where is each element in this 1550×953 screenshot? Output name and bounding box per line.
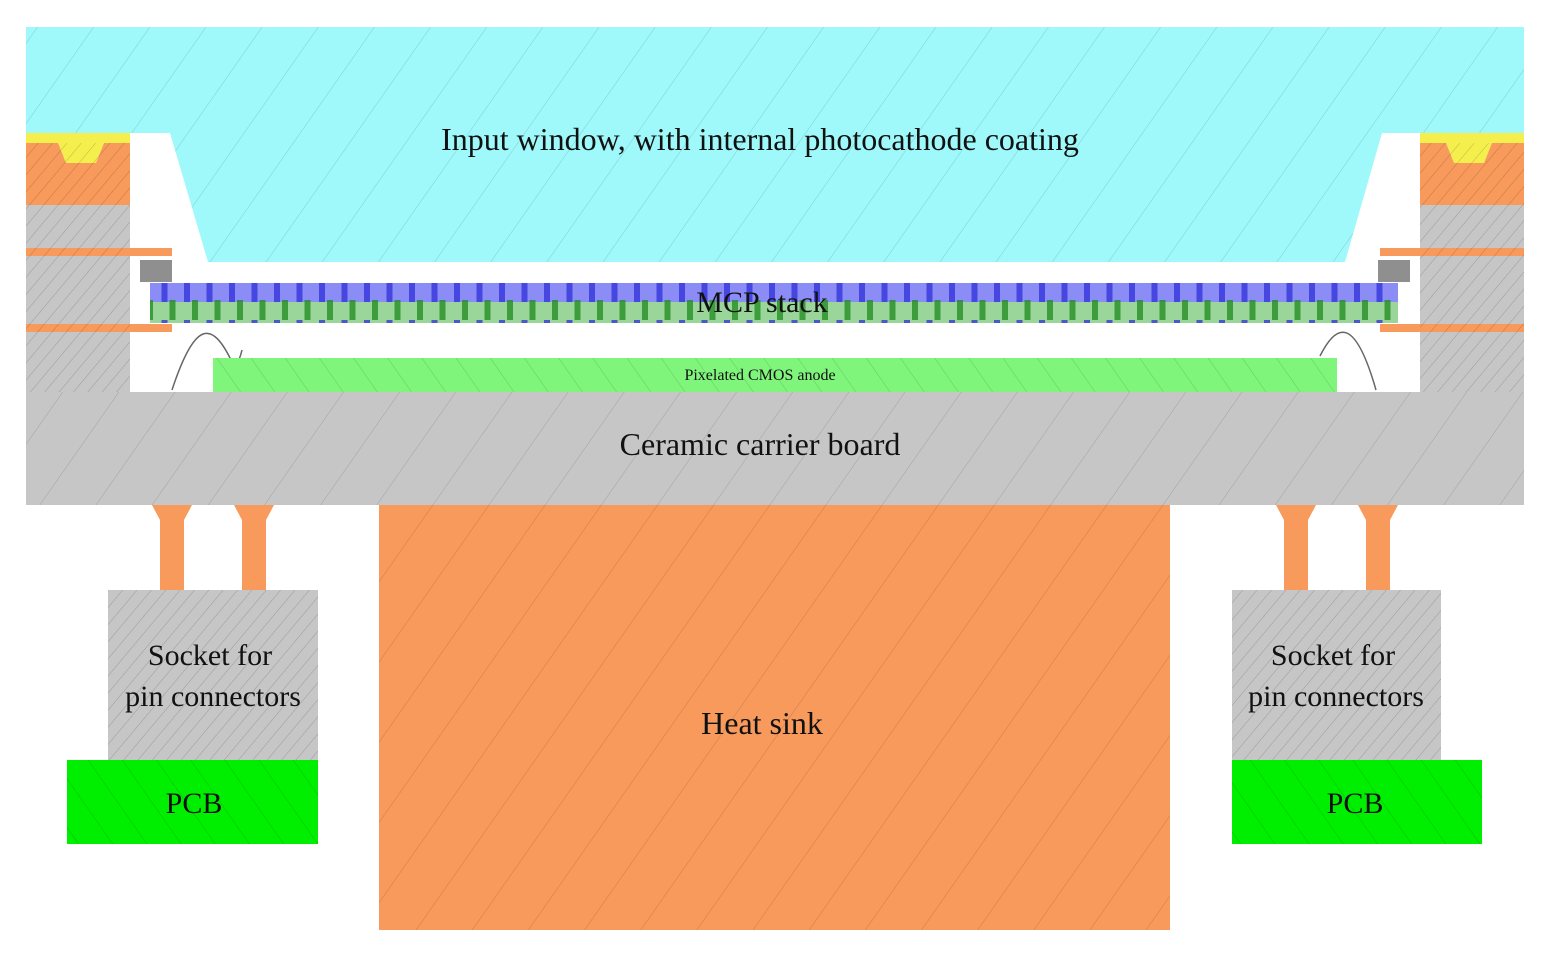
right-pins <box>1276 505 1398 592</box>
left-pcb-hatch <box>67 760 318 844</box>
input-window-hatch <box>26 27 1524 262</box>
heat-sink: Heat sink <box>379 505 1170 930</box>
right-wire-bond <box>1319 331 1377 391</box>
ceramic-carrier-board: Ceramic carrier board <box>26 392 1524 505</box>
left-wall-hatch <box>26 205 130 392</box>
left-pins <box>152 505 274 592</box>
right-socket-label-line1: Socket for <box>1271 639 1395 672</box>
right-pin-1 <box>1276 505 1316 592</box>
cmos-anode: Pixelated CMOS anode <box>213 358 1337 392</box>
input-window-label: Input window, with internal photocathode… <box>441 121 1079 157</box>
right-seal-indium <box>1420 133 1524 143</box>
cmos-anode-label: Pixelated CMOS anode <box>684 367 835 384</box>
left-socket: Socket for pin connectors <box>108 590 318 760</box>
cmos-anode-hatch <box>213 358 1337 392</box>
right-socket-label-line2: pin connectors <box>1248 680 1424 713</box>
right-flange-hatch <box>1420 143 1524 205</box>
left-wall <box>26 133 172 392</box>
mcp-stack-label: MCP stack <box>696 286 827 319</box>
right-clamp <box>1378 260 1410 282</box>
right-wall <box>1378 133 1524 392</box>
right-pin-2 <box>1358 505 1398 592</box>
right-wall-hatch <box>1420 205 1524 392</box>
left-socket-label-line2: pin connectors <box>125 680 301 713</box>
heat-sink-hatch <box>379 505 1170 930</box>
left-pin-2 <box>234 505 274 592</box>
left-socket-label-line1: Socket for <box>148 639 272 672</box>
right-pcb: PCB <box>1232 760 1482 844</box>
mcp-channels <box>150 283 1398 323</box>
right-socket: Socket for pin connectors <box>1232 590 1441 760</box>
left-flange-hatch <box>26 143 130 205</box>
right-pcb-hatch <box>1232 760 1482 844</box>
right-pcb-label: PCB <box>1327 787 1384 820</box>
left-socket-hatch <box>108 590 318 760</box>
left-pin-1 <box>152 505 192 592</box>
left-pcb: PCB <box>67 760 318 844</box>
left-wire-bond <box>171 332 243 391</box>
mcp-stack: MCP stack <box>150 283 1398 323</box>
left-seal-indium <box>26 133 130 143</box>
left-pcb-label: PCB <box>166 787 223 820</box>
heat-sink-label: Heat sink <box>701 705 823 741</box>
right-socket-hatch <box>1232 590 1441 760</box>
ceramic-board-label: Ceramic carrier board <box>620 426 901 462</box>
input-window <box>26 27 1524 262</box>
left-clamp <box>140 260 172 282</box>
ceramic-board-hatch <box>26 392 1524 505</box>
